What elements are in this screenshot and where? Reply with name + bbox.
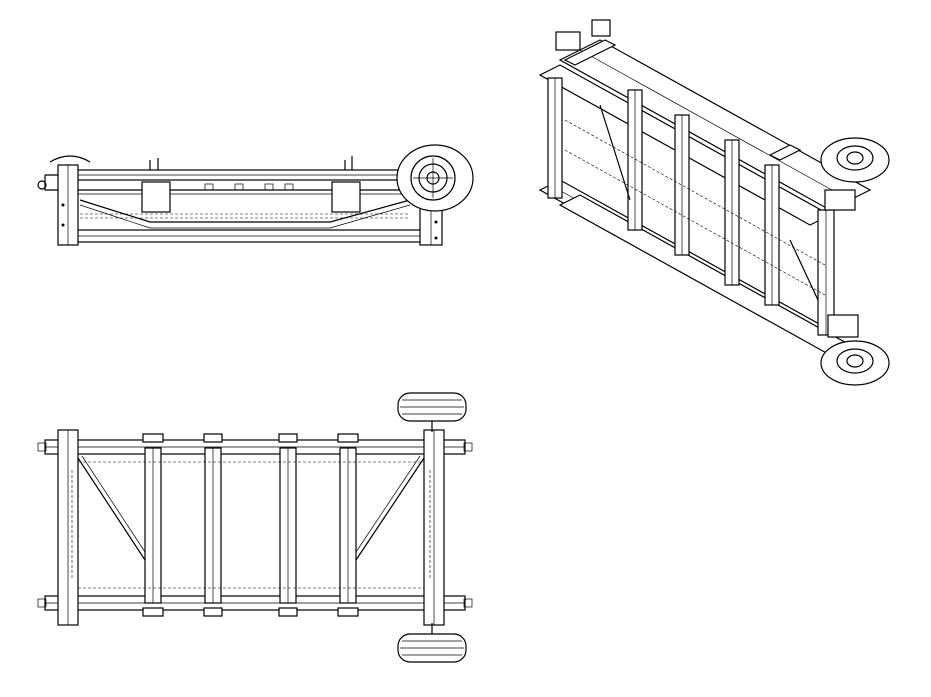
side-saddle-right xyxy=(331,181,361,213)
iso-wheel-lower xyxy=(820,340,890,386)
side-wheel xyxy=(396,144,474,212)
side-view xyxy=(37,144,474,246)
top-wheel-upper xyxy=(397,392,467,432)
isometric-view xyxy=(538,19,890,386)
iso-wheel-upper xyxy=(820,137,890,183)
side-saddle-left xyxy=(141,181,171,213)
top-wheel-lower xyxy=(397,623,467,663)
top-view xyxy=(37,392,473,663)
iso-corner-fitting-top xyxy=(555,31,581,51)
side-left-hook xyxy=(44,155,91,191)
